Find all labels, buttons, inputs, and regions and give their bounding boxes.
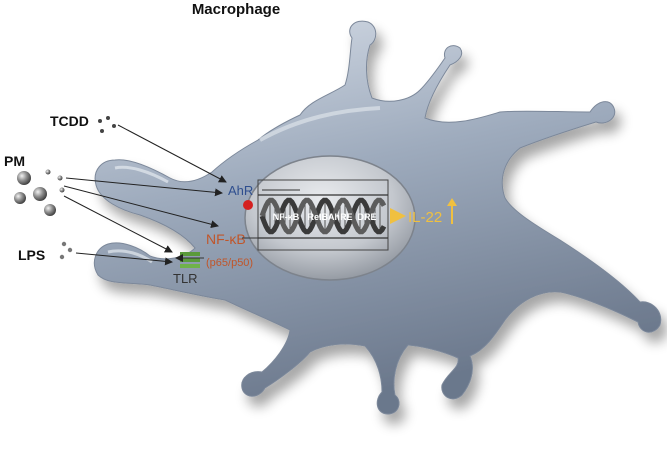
label-pm: PM xyxy=(4,153,25,169)
up-arrow-icon xyxy=(447,198,457,224)
tlr-receptor xyxy=(180,252,200,268)
label-tcdd: TCDD xyxy=(50,113,89,129)
dna-region xyxy=(257,179,389,251)
lps-particles xyxy=(59,241,73,260)
pm-particles xyxy=(14,169,65,216)
label-lps: LPS xyxy=(18,247,45,263)
label-ahr: AhR xyxy=(228,183,253,198)
label-tlr: TLR xyxy=(173,271,198,286)
dna-strand xyxy=(259,197,387,235)
nucleus-element-dre: DRE xyxy=(357,212,376,222)
tcdd-particles xyxy=(98,116,116,133)
dna-helix xyxy=(259,197,387,235)
dna-strand xyxy=(259,197,387,235)
label-il22: IL-22 xyxy=(408,209,442,226)
label-nfkb-subunits: (p65/p50) xyxy=(206,257,253,269)
input-arrows xyxy=(63,124,227,266)
nucleus-element-nfkb: NF-κB xyxy=(273,212,300,222)
ahr-dot xyxy=(243,200,253,210)
label-nfkb: NF-κB xyxy=(206,231,246,247)
nucleus-element-relbahre: RelBAhRE xyxy=(307,212,352,222)
page-title: Macrophage xyxy=(192,1,280,18)
